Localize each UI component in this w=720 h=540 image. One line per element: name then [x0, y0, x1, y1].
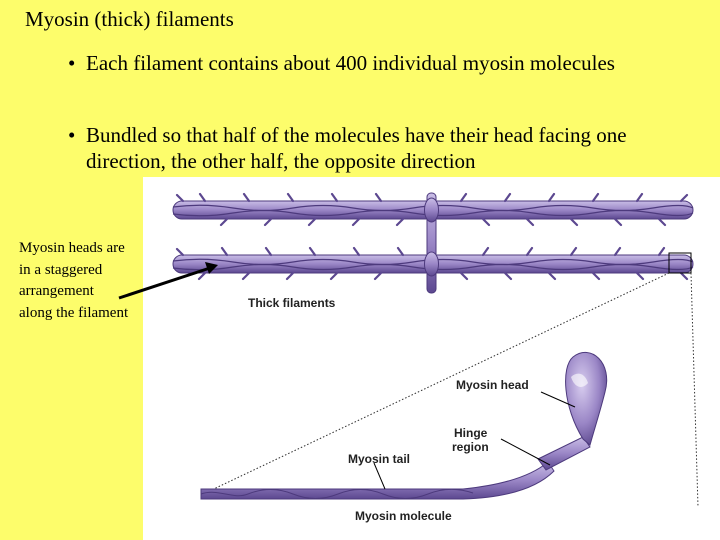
- label-hinge-region-line2: region: [452, 440, 489, 454]
- side-note: Myosin heads are in a staggered arrangem…: [19, 240, 129, 321]
- label-thick-filaments: Thick filaments: [248, 296, 336, 310]
- myosin-molecule-illustration: [200, 351, 608, 500]
- zoom-selection-box: [668, 252, 692, 274]
- bullet-text: Each filament contains about 400 individ…: [86, 51, 615, 75]
- bullet-marker: •: [68, 123, 76, 147]
- zoom-guide-line: [200, 272, 670, 496]
- thick-filament: [172, 192, 694, 227]
- leader-line: [500, 438, 551, 466]
- leader-line: [373, 462, 386, 490]
- myosin-diagram: Thick filaments Myosin head Hinge region…: [172, 192, 699, 523]
- diagram-panel: Thick filaments Myosin head Hinge region…: [143, 177, 720, 540]
- slide-title: Myosin (thick) filaments: [25, 7, 234, 31]
- bullet-item: • Each filament contains about 400 indiv…: [68, 50, 708, 76]
- label-myosin-molecule: Myosin molecule: [355, 509, 452, 523]
- label-myosin-tail: Myosin tail: [348, 452, 410, 466]
- leader-line: [540, 391, 576, 408]
- label-myosin-head: Myosin head: [456, 378, 529, 392]
- bullet-item: • Bundled so that half of the molecules …: [68, 122, 708, 174]
- thick-filament-illustration: [172, 192, 694, 294]
- bullet-marker: •: [68, 51, 76, 75]
- label-hinge-region-line1: Hinge: [454, 426, 488, 440]
- zoom-guide-line: [690, 272, 699, 508]
- thick-filament: [172, 246, 694, 281]
- bullet-text: Bundled so that half of the molecules ha…: [86, 123, 627, 173]
